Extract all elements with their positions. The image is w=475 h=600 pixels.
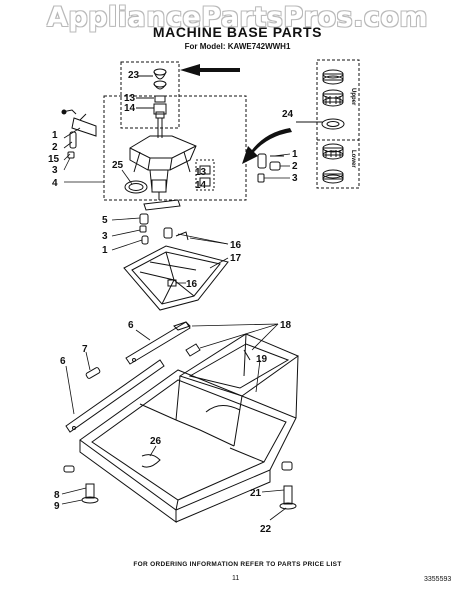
callout-5: 5: [102, 215, 108, 226]
callout-25: 25: [112, 160, 124, 171]
callout-8: 8: [54, 490, 60, 501]
callout-14: 14: [124, 103, 136, 114]
left-bracket-parts: [61, 109, 97, 159]
watermark: AppliancePartsPros.com: [46, 2, 429, 33]
model-subtitle: For Model: KAWE742WWH1: [184, 42, 291, 51]
page-number: 11: [232, 575, 240, 582]
snubber-kit-box: [120, 61, 180, 129]
callout-18: 18: [280, 320, 292, 331]
callout-17: 17: [230, 253, 242, 264]
callout-6-left: 6: [60, 356, 66, 367]
callout-3: 3: [52, 165, 58, 176]
callout-numbers: 23 13 14 24 1 2 15 3 4 25 13 14 1 2 3 5 …: [48, 70, 298, 535]
leader-lines: [61, 127, 291, 521]
callout-4: 4: [52, 178, 58, 189]
cabinet-frame: [63, 321, 300, 523]
ordering-info-footer: FOR ORDERING INFORMATION REFER TO PARTS …: [133, 561, 342, 568]
callout-2-right: 2: [292, 161, 298, 172]
callout-15: 15: [48, 154, 60, 165]
callout-1: 1: [52, 130, 58, 141]
callout-13-gearcase: 13: [195, 167, 207, 178]
callout-22: 22: [260, 524, 272, 535]
callout-26: 26: [150, 436, 162, 447]
lower-label: Lower: [350, 150, 356, 168]
callout-1-right: 1: [292, 149, 298, 160]
callout-21: 21: [250, 488, 262, 499]
callout-6: 6: [128, 320, 134, 331]
arrow-to-top-kit: [180, 64, 240, 76]
callout-3-lower: 3: [102, 231, 108, 242]
curved-arrow: [242, 128, 292, 164]
upper-label: Upper: [350, 88, 356, 106]
bearing-kit-box: [296, 59, 360, 189]
callout-23: 23: [128, 70, 140, 81]
callout-7: 7: [82, 344, 88, 355]
callout-16: 16: [230, 240, 242, 251]
callout-14-gearcase: 14: [195, 180, 207, 191]
callout-19: 19: [256, 354, 268, 365]
callout-13: 13: [124, 93, 136, 104]
callout-2: 2: [52, 142, 58, 153]
lower-bracket-parts: [139, 199, 181, 245]
callout-24: 24: [282, 109, 294, 120]
callout-9: 9: [54, 501, 60, 512]
page-title: MACHINE BASE PARTS: [152, 24, 323, 40]
document-number: 3355593: [424, 576, 452, 583]
callout-3-right: 3: [292, 173, 298, 184]
base-plate: [123, 245, 229, 311]
callout-16-plate: 16: [186, 279, 198, 290]
callout-1-lower: 1: [102, 245, 108, 256]
